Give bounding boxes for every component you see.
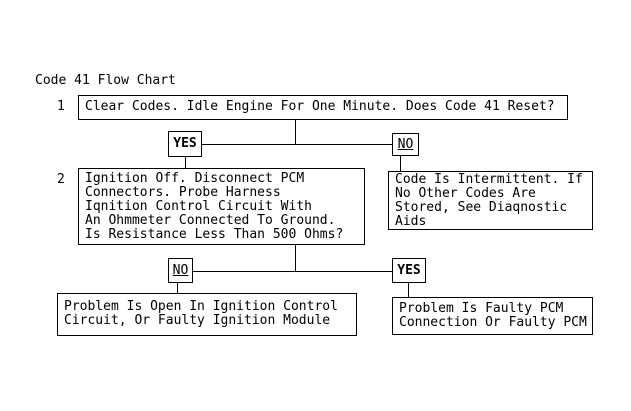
result-box-intermittent: Code Is Intermittent. If No Other Codes … bbox=[388, 171, 593, 230]
connector-vertical-box2 bbox=[295, 245, 296, 272]
decision-box-1: Clear Codes. Idle Engine For One Minute.… bbox=[78, 95, 568, 120]
connector-vertical-yes2 bbox=[408, 283, 409, 297]
decision-box-2: Ignition Off. Disconnect PCM Connectors.… bbox=[78, 168, 365, 245]
result-box-open-circuit: Problem Is Open In Ignition Control Circ… bbox=[57, 293, 357, 336]
no-label-level2: NO bbox=[168, 258, 193, 283]
yes-label-level2: YES bbox=[392, 258, 426, 283]
flow-chart-title: Code 41 Flow Chart bbox=[35, 73, 176, 88]
connector-vertical-no1 bbox=[400, 156, 401, 171]
no-label-level1-text: NO bbox=[397, 137, 414, 152]
no-label-level2-text: NO bbox=[172, 263, 189, 278]
connector-horizontal-level2 bbox=[192, 271, 392, 272]
connector-vertical-box1 bbox=[295, 120, 296, 145]
connector-horizontal-level1 bbox=[202, 144, 392, 145]
step-2-number: 2 bbox=[57, 172, 65, 187]
connector-vertical-yes1 bbox=[185, 157, 186, 168]
step-1-number: 1 bbox=[57, 99, 65, 114]
no-label-level1: NO bbox=[392, 133, 419, 156]
yes-label-level1: YES bbox=[168, 131, 202, 157]
result-box-faulty-pcm: Problem Is Faulty PCM Connection Or Faul… bbox=[392, 297, 593, 335]
connector-vertical-no2 bbox=[177, 283, 178, 293]
